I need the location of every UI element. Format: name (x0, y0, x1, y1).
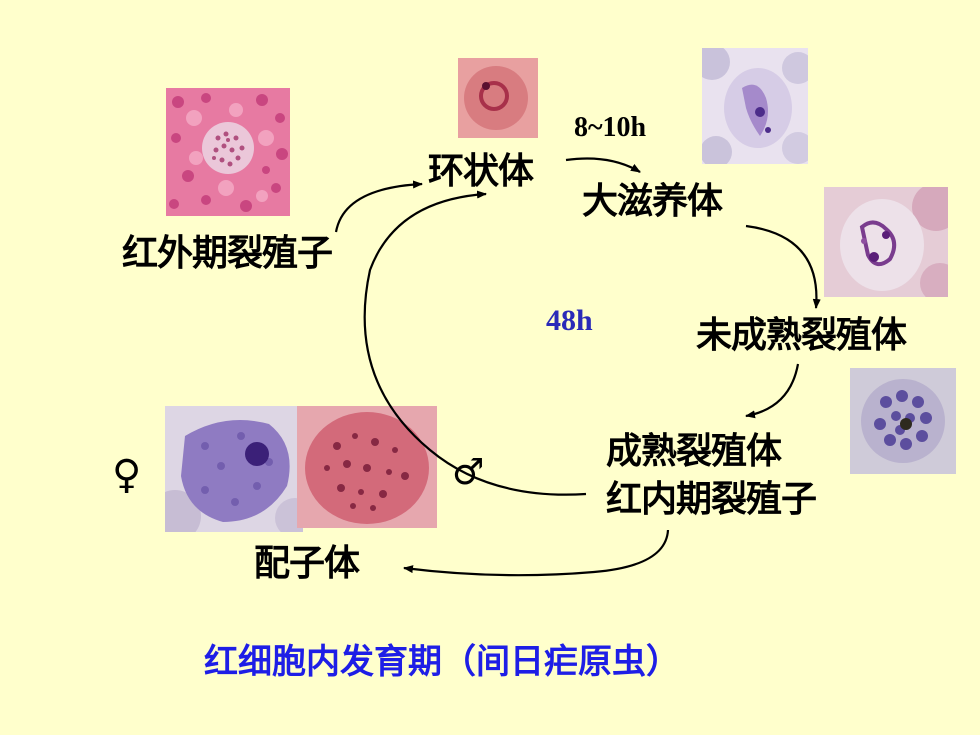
stage-label-mature-schizont: 成熟裂殖体 (606, 431, 782, 472)
stage-label-gametocyte: 配子体 (254, 543, 360, 584)
stage-label-large-trophozoite: 大滋养体 (582, 181, 723, 222)
liver-tissue-image (166, 88, 290, 216)
stage-label-exo-merozoite: 红外期裂殖子 (122, 233, 333, 274)
caption: 红细胞内发育期（间日疟原虫） (204, 642, 680, 682)
immature-schizont-image (824, 187, 948, 297)
stage-label-ring: 环状体 (428, 151, 534, 192)
male-gametocyte-image (297, 406, 437, 528)
stage-label-ery-merozoite: 红内期裂殖子 (606, 479, 817, 520)
mature-schizont-image (850, 368, 956, 474)
ring-stage-image (458, 58, 538, 138)
male-symbol: ♂ (452, 452, 484, 493)
duration-label-ring-to-trophozoite: 8~10h (574, 112, 647, 143)
stage-label-immature-schizont: 未成熟裂殖体 (696, 315, 907, 356)
cycle-duration-label: 48h (546, 304, 593, 337)
female-gametocyte-image (165, 406, 303, 532)
large-trophozoite-image (702, 48, 808, 164)
female-symbol: ♀ (112, 452, 141, 498)
